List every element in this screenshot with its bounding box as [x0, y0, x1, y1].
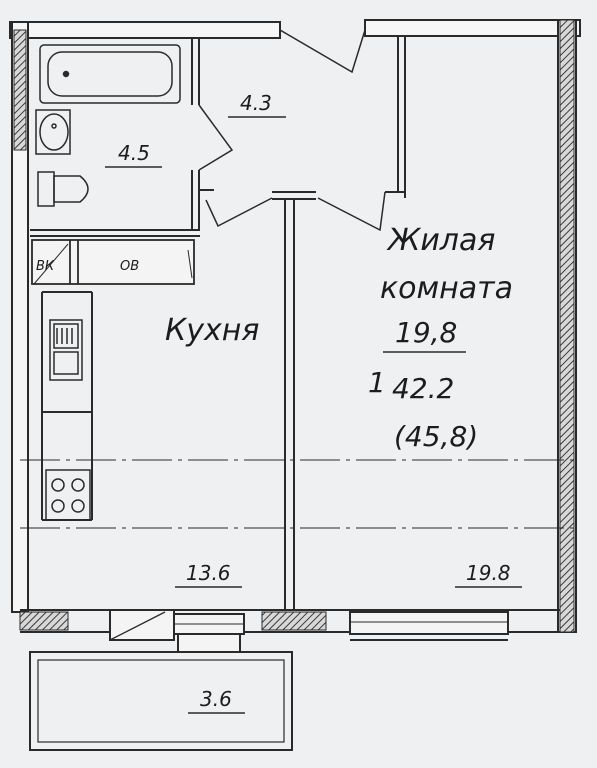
room-count: 1	[368, 366, 386, 399]
kitchen-sink	[49, 319, 83, 381]
bathroom-area: 4.5	[118, 141, 150, 165]
hallway-area: 4.3	[240, 91, 272, 115]
balcony	[29, 651, 293, 751]
living-name-line2: комната	[380, 271, 513, 306]
bathtub	[39, 44, 181, 104]
hatched-wall-left	[13, 29, 27, 151]
total-area: 42.2	[392, 372, 454, 405]
hatched-bottom-mid	[261, 611, 327, 631]
hatched-bottom-left	[19, 611, 69, 631]
kitchen	[41, 198, 295, 610]
bottom-wall	[20, 609, 560, 653]
area-with-balcony: (45,8)	[394, 420, 478, 453]
kitchen-name: Кухня	[165, 313, 259, 348]
living-name-line1: Жилая	[386, 223, 495, 258]
bathroom	[30, 38, 234, 237]
stove	[45, 469, 91, 521]
living-area-main: 19,8	[395, 316, 457, 349]
shafts	[31, 239, 195, 285]
toilet	[37, 171, 89, 207]
ov-shaft-label: ОВ	[120, 259, 139, 274]
hatched-wall-right	[559, 19, 575, 633]
living-area-repeat: 19.8	[466, 561, 511, 585]
kitchen-area: 13.6	[186, 561, 231, 585]
hallway	[200, 29, 406, 232]
balcony-area: 3.6	[200, 687, 232, 711]
axis-lines	[20, 459, 580, 529]
vk-shaft-label: ВК	[36, 259, 55, 274]
sink	[35, 109, 71, 155]
